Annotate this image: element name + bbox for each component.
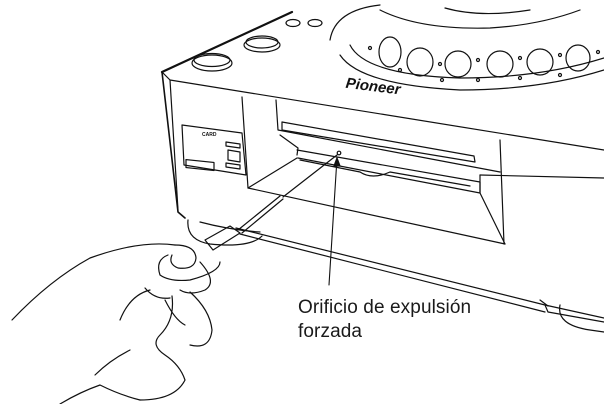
callout-line-2: forzada [298,321,363,342]
jog-wheel [329,4,604,91]
device-body [160,10,604,323]
card-slot-panel[interactable]: CARD [181,124,247,176]
device-feet [187,219,604,333]
card-label: CARD [202,132,217,138]
disc-slot[interactable] [241,96,604,245]
top-buttons [191,18,323,72]
pioneer-logo: Pioneer [345,75,403,99]
callout-line-1: Orificio de expulsión [298,297,472,318]
hand-illustration [11,243,221,404]
callout-label: Orificio de expulsión forzada [298,296,471,344]
eject-pin-tool [204,154,338,251]
forced-eject-hole[interactable] [336,150,342,156]
callout-leader [328,157,341,286]
